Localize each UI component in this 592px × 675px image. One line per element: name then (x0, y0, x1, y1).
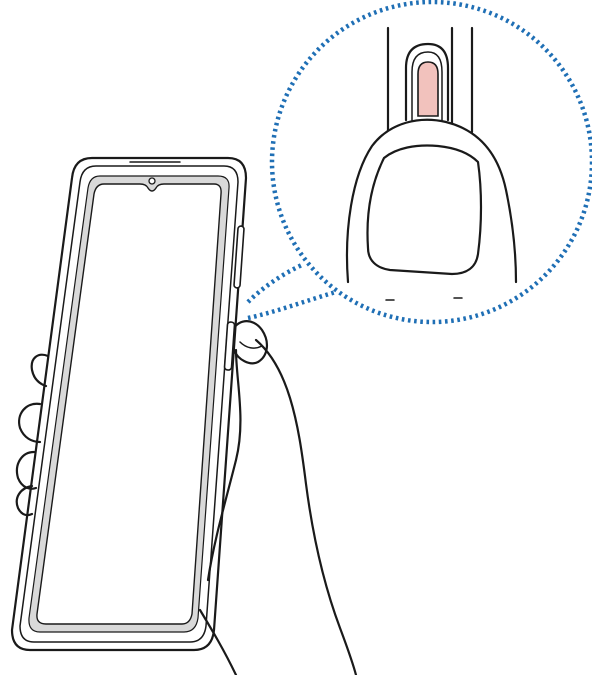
zoomed-side-key-outer (404, 42, 450, 122)
volume-key (233, 225, 245, 289)
left-finger-1 (30, 353, 50, 388)
phone-outer-frame (10, 156, 248, 652)
zoomed-side-key-inner (411, 51, 443, 121)
phone-inner-frame (19, 165, 239, 643)
thumb-crease (239, 341, 263, 349)
zoomed-thumb-icon (345, 118, 518, 284)
side-key-sensor-icon (223, 321, 236, 371)
screen-display (36, 183, 222, 625)
left-finger-2 (18, 402, 42, 444)
callout-pointer-upper (246, 261, 305, 304)
front-camera-icon (148, 177, 156, 185)
fingerprint-sensor-icon (417, 61, 439, 117)
wrist-outline (198, 608, 238, 675)
zoom-callout (246, 0, 592, 325)
thumb-base (206, 348, 242, 582)
palm-outline (254, 338, 358, 675)
hand (15, 320, 358, 675)
callout-circle (269, 0, 592, 325)
phone (10, 156, 248, 652)
callout-pointer-lower (247, 289, 337, 321)
zoomed-thumbnail (366, 144, 483, 276)
